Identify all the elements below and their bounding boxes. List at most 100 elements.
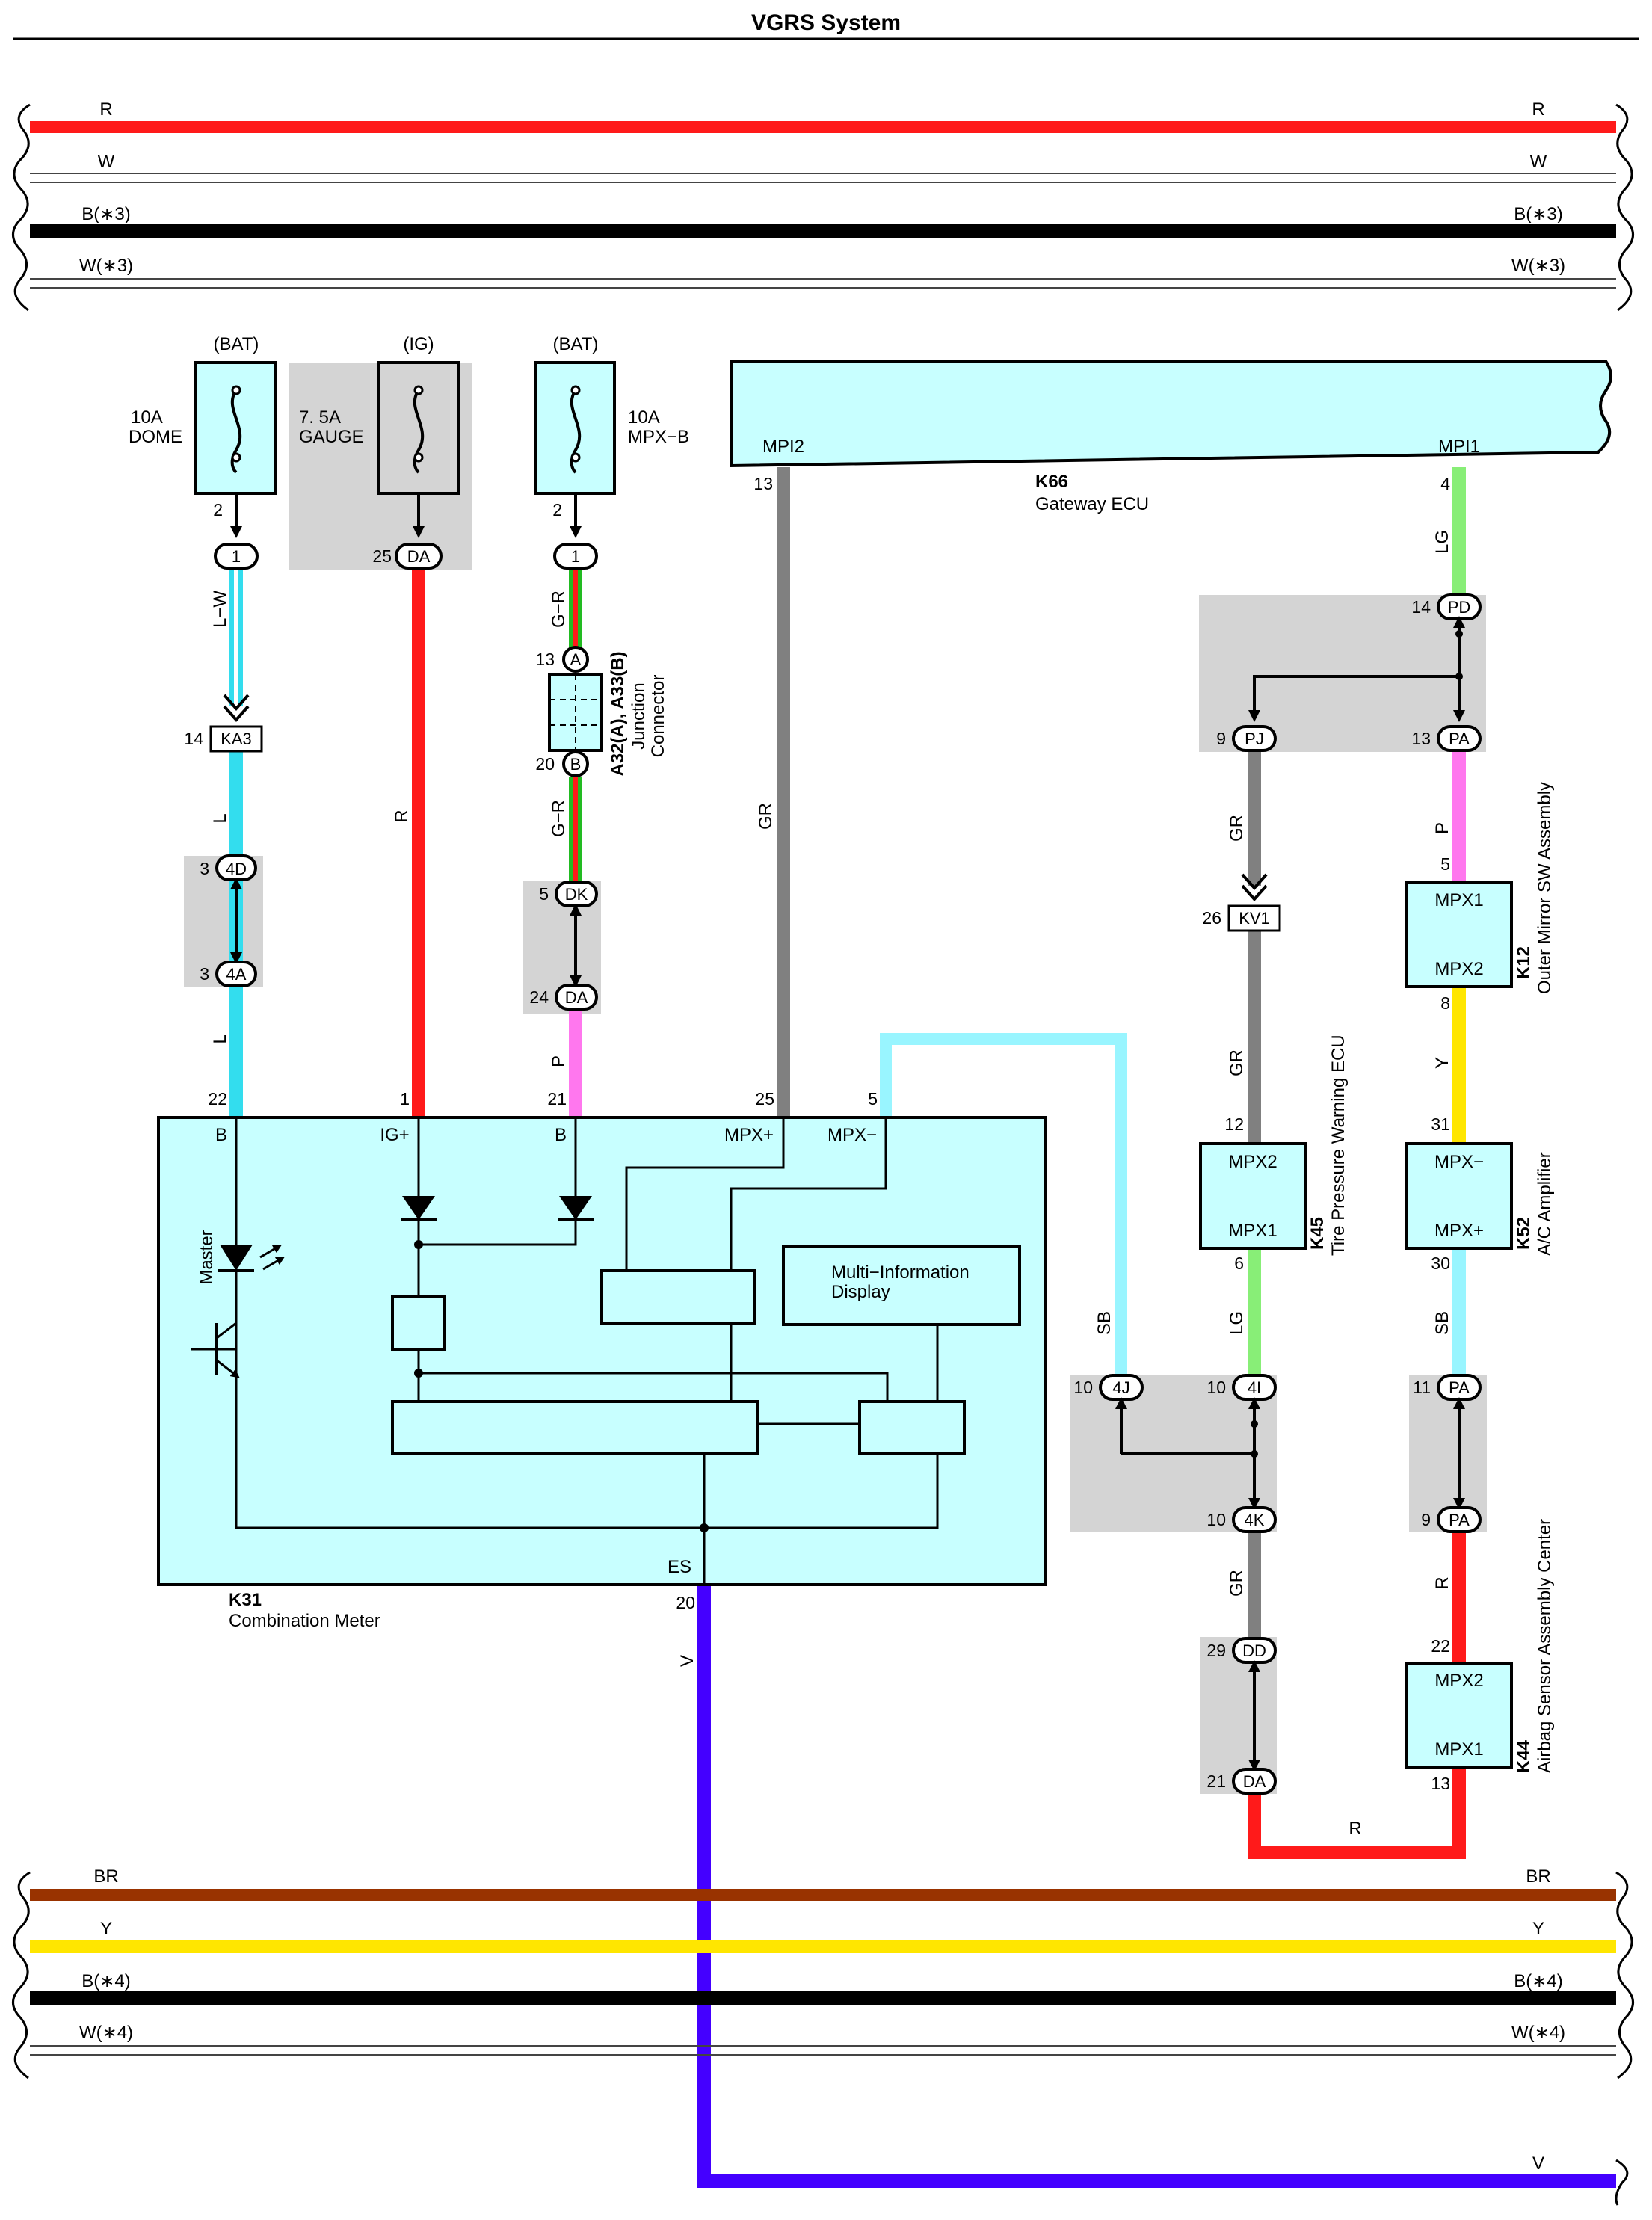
connector-dome-1: 1 bbox=[214, 543, 259, 570]
svg-text:8: 8 bbox=[1440, 993, 1450, 1013]
fuse-mpxb-supply: (BAT) bbox=[553, 334, 599, 354]
combination-meter: 22 1 21 25 5 B IG+ B MPX+ MPX− bbox=[157, 1089, 1047, 1631]
bottom-bus-label-right-3: B(∗4) bbox=[1514, 1971, 1562, 1991]
ac-amplifier: 31 MPX− MPX+ 30 K52 A/C Amplifier bbox=[1405, 1114, 1555, 1273]
fuse-mpxb-pin: 2 bbox=[552, 500, 562, 519]
page-title: VGRS System bbox=[751, 10, 901, 35]
meter-es-label: ES bbox=[668, 1557, 691, 1577]
svg-text:13: 13 bbox=[1411, 729, 1431, 748]
splice-dd-da: DD 29 DA 21 bbox=[1206, 1637, 1277, 1795]
bottom-bus-label-left-1: BR bbox=[93, 1866, 118, 1887]
gateway-right-pin: 4 bbox=[1440, 474, 1450, 493]
svg-text:4D: 4D bbox=[226, 860, 247, 878]
svg-text:10: 10 bbox=[1073, 1378, 1093, 1397]
wire-label-l2: L bbox=[210, 1034, 230, 1043]
meter-label-ig: IG+ bbox=[380, 1125, 409, 1145]
gateway-right-port: MPI1 bbox=[1438, 437, 1480, 457]
svg-text:PD: PD bbox=[1448, 598, 1471, 617]
bottom-bus-right-break bbox=[1615, 1871, 1634, 2079]
svg-text:21: 21 bbox=[1206, 1772, 1226, 1791]
connector-mpxb-1: 1 bbox=[553, 543, 598, 570]
meter-mid-line1: Multi−Information bbox=[831, 1262, 970, 1283]
fuse-gauge-pin: 25 bbox=[372, 546, 392, 566]
splice-pd: PD 14 PJ 9 PA 13 bbox=[1216, 593, 1482, 752]
wire-label-airbag-r: R bbox=[1432, 1576, 1452, 1589]
gateway-code: K66 bbox=[1035, 472, 1068, 492]
gateway-left-pin: 13 bbox=[753, 474, 773, 493]
ac-name: A/C Amplifier bbox=[1535, 1152, 1555, 1256]
tpw-name: Tire Pressure Warning ECU bbox=[1328, 1035, 1349, 1256]
fuse-gauge: 7. 5A GAUGE bbox=[299, 361, 460, 495]
svg-text:DA: DA bbox=[565, 988, 588, 1007]
top-bus-label-left-1: R bbox=[99, 99, 112, 120]
svg-text:6: 6 bbox=[1234, 1254, 1244, 1273]
bottom-v-label: V bbox=[1532, 2153, 1544, 2174]
fuse-dome: 10A DOME bbox=[129, 361, 277, 495]
bottom-bus-label-right-1: BR bbox=[1526, 1866, 1550, 1887]
tire-pressure-ecu: 12 MPX2 MPX1 6 K45 Tire Pressure Warning… bbox=[1199, 1035, 1349, 1273]
wire-label-v: V bbox=[677, 1655, 697, 1667]
splice-4d-4a: 4D 3 4A 3 bbox=[200, 854, 257, 987]
outer-mirror-sw: 5 MPX1 MPX2 8 K12 Outer Mirror SW Assemb… bbox=[1405, 782, 1555, 1013]
splice-4j-4i-4k: 4J 10 4I 10 4K 10 bbox=[1073, 1374, 1277, 1533]
fuse-dome-rating: 10A bbox=[131, 407, 163, 428]
splice-dk-da: DK 5 DA 24 bbox=[529, 881, 598, 1011]
fuse-mpxb: 10A MPX−B bbox=[534, 361, 689, 495]
svg-text:10: 10 bbox=[1206, 1510, 1226, 1529]
bottom-bus: BR BR Y Y B(∗4) B(∗4) W(∗4) W(∗4) V bbox=[12, 1866, 1634, 2206]
connector-ka3: KA3 14 bbox=[184, 694, 263, 753]
connector-ka3-pin: 14 bbox=[184, 729, 203, 748]
svg-text:B: B bbox=[570, 755, 582, 774]
gateway-name: Gateway ECU bbox=[1035, 494, 1149, 514]
svg-text:MPX−: MPX− bbox=[1434, 1152, 1484, 1172]
top-bus-right-break bbox=[1615, 103, 1634, 312]
splice-pa-pa: PA 11 PA 9 bbox=[1413, 1374, 1482, 1533]
svg-text:MPX2: MPX2 bbox=[1434, 959, 1483, 979]
wire-label-p-meter: P bbox=[549, 1055, 569, 1067]
svg-text:10: 10 bbox=[1206, 1378, 1226, 1397]
mirror-code: K12 bbox=[1514, 946, 1534, 979]
wire-label-tpw-gr2: GR bbox=[1227, 1049, 1247, 1076]
top-bus: R R W W B(∗3) B(∗3) W(∗3) W(∗3) bbox=[12, 99, 1634, 312]
meter-pin-21: 21 bbox=[547, 1089, 567, 1109]
wire-label-ac-sb: SB bbox=[1432, 1311, 1452, 1335]
gateway-ecu: MPI2 MPI1 13 4 K66 Gateway ECU bbox=[730, 360, 1612, 514]
wire-label-4k-gr: GR bbox=[1227, 1570, 1247, 1597]
svg-text:14: 14 bbox=[1411, 597, 1431, 617]
svg-text:4I: 4I bbox=[1248, 1378, 1261, 1397]
svg-text:MPX2: MPX2 bbox=[1228, 1152, 1277, 1172]
svg-text:PJ: PJ bbox=[1245, 730, 1264, 748]
fuse-mpxb-rating: 10A bbox=[628, 407, 660, 428]
wire-label-lw: L−W bbox=[210, 591, 230, 628]
svg-text:26: 26 bbox=[1202, 908, 1221, 928]
mirror-name: Outer Mirror SW Assembly bbox=[1535, 782, 1555, 994]
svg-text:5: 5 bbox=[539, 884, 549, 904]
fuse-gauge-supply: (IG) bbox=[403, 334, 434, 354]
fuse-dome-name: DOME bbox=[129, 427, 182, 447]
wire-label-ig-r: R bbox=[392, 810, 412, 822]
svg-text:4K: 4K bbox=[1245, 1511, 1265, 1529]
tpw-code: K45 bbox=[1307, 1217, 1328, 1250]
svg-text:MPX1: MPX1 bbox=[1434, 1739, 1483, 1760]
top-bus-label-left-3: B(∗3) bbox=[81, 204, 130, 224]
junction-name-1: Junction bbox=[629, 682, 649, 749]
svg-text:DD: DD bbox=[1242, 1641, 1266, 1660]
svg-text:MPX1: MPX1 bbox=[1228, 1221, 1277, 1241]
junction-code: A32(A), A33(B) bbox=[608, 651, 628, 776]
wire-label-mirror-y: Y bbox=[1432, 1057, 1452, 1069]
meter-label-mpxp: MPX+ bbox=[724, 1125, 774, 1145]
fuse-mpxb-name: MPX−B bbox=[628, 427, 689, 447]
svg-text:PA: PA bbox=[1449, 730, 1470, 748]
svg-text:KV1: KV1 bbox=[1239, 909, 1270, 928]
wire-label-gr-2: G−R bbox=[549, 800, 569, 837]
meter-pin-5: 5 bbox=[868, 1089, 878, 1109]
wire-label-bottom-r: R bbox=[1349, 1819, 1361, 1839]
fuse-gauge-name: GAUGE bbox=[299, 427, 364, 447]
svg-text:3: 3 bbox=[200, 964, 209, 984]
airbag-code: K44 bbox=[1514, 1739, 1534, 1773]
bottom-bus-left-break bbox=[12, 1871, 31, 2079]
wire-label-mirror-p: P bbox=[1432, 822, 1452, 834]
meter-code: K31 bbox=[229, 1590, 262, 1610]
bottom-bus-label-right-2: Y bbox=[1532, 1919, 1544, 1939]
